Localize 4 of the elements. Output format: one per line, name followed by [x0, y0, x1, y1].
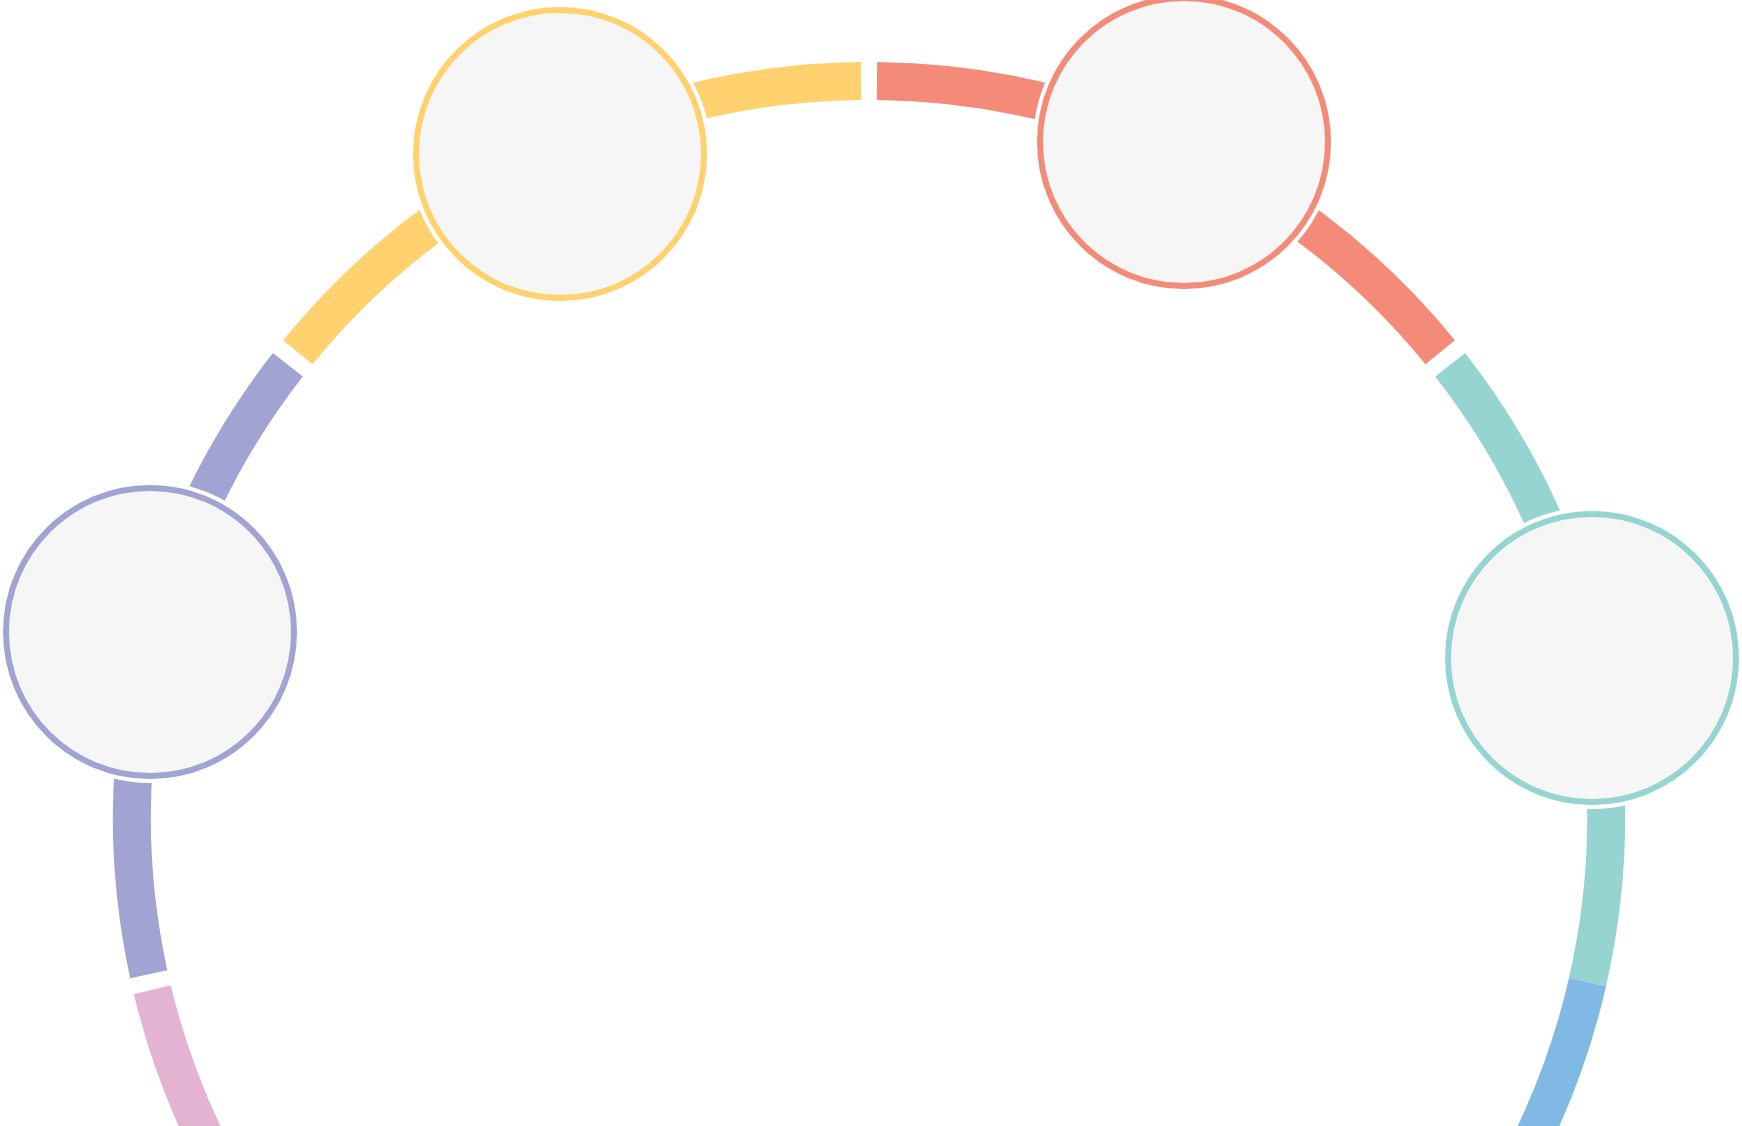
circle-node	[0, 481, 301, 783]
circle-node	[1033, 0, 1335, 293]
circle-node	[409, 3, 711, 305]
circle-node	[1441, 507, 1742, 809]
